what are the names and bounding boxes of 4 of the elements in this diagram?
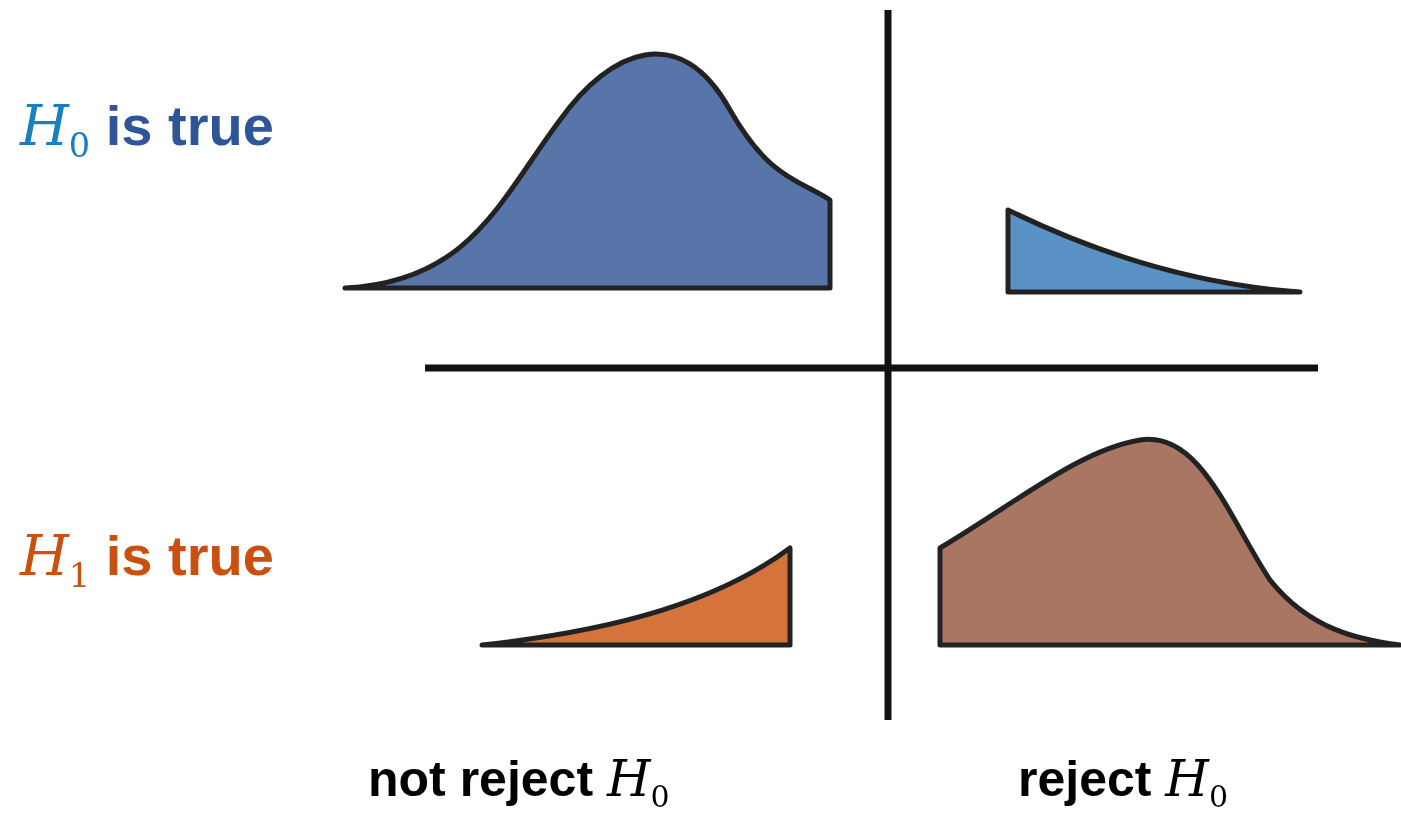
row-label: H$_{0}$ is true bbox=[20, 95, 274, 166]
row-label: H$_{1}$ is true bbox=[20, 525, 274, 596]
column-label: not reject H$_{0}$ bbox=[368, 752, 670, 813]
column-label: reject H$_{0}$ bbox=[1018, 752, 1229, 813]
